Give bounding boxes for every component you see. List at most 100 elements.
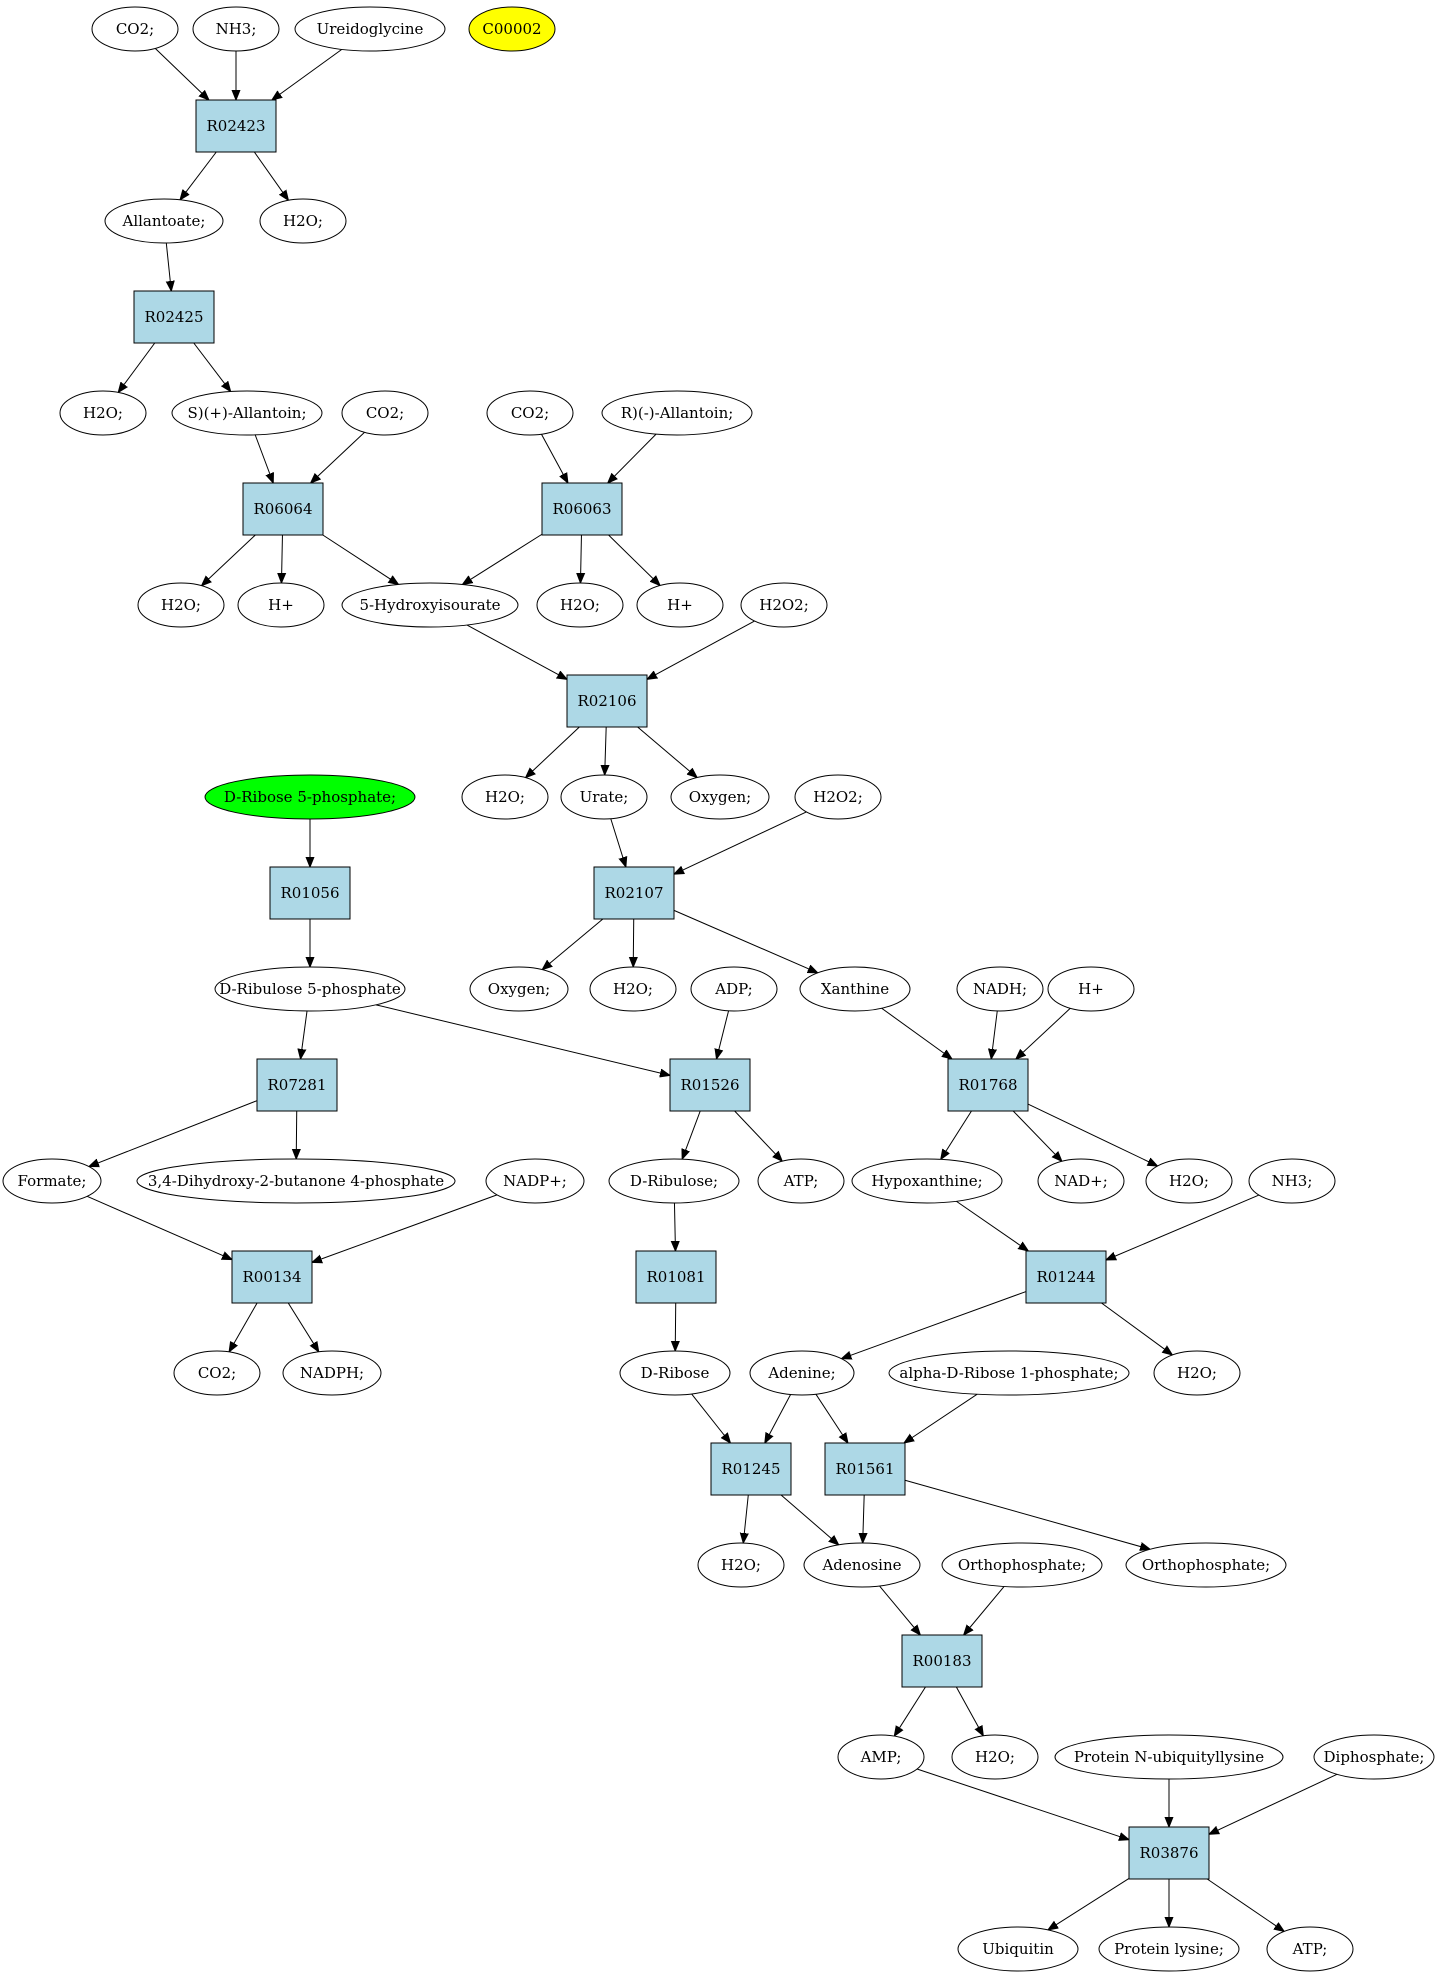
node-label: H2O; bbox=[283, 212, 323, 230]
node-label: CO2; bbox=[198, 1364, 236, 1382]
reaction-box bbox=[710, 1442, 792, 1496]
edge-r02106-to-urate bbox=[605, 726, 607, 775]
node-label: Oxygen; bbox=[689, 788, 751, 806]
compound-ellipse bbox=[956, 966, 1044, 1012]
node-label: R02106 bbox=[577, 692, 636, 710]
compound-ellipse bbox=[757, 1158, 845, 1204]
node-label: Diphosphate; bbox=[1324, 1748, 1425, 1766]
compound-ellipse bbox=[104, 198, 224, 244]
edge-nadpplus-to-r00134 bbox=[312, 1194, 498, 1263]
edge-r00183-to-h2o_j bbox=[955, 1686, 983, 1736]
edge-adp-to-r01526 bbox=[717, 1010, 730, 1059]
compound-ellipse bbox=[171, 390, 323, 436]
edge-r03876-to-atp_b bbox=[1206, 1878, 1284, 1931]
compound-node-adenine: Adenine; bbox=[749, 1350, 855, 1396]
node-label: Allantoate; bbox=[122, 212, 206, 230]
node-label: Orthophosphate; bbox=[1142, 1556, 1270, 1574]
compound-ellipse bbox=[697, 1542, 785, 1588]
node-label: D-Ribose bbox=[641, 1364, 710, 1382]
edge-r02106-to-h2o_e bbox=[526, 726, 580, 778]
edge-r02423-to-allantoate bbox=[180, 151, 217, 200]
node-label: ATP; bbox=[1292, 1940, 1328, 1958]
reaction-box bbox=[133, 290, 215, 344]
compound-ellipse bbox=[192, 6, 280, 52]
edge-ribulose5p-to-r07281 bbox=[301, 1010, 308, 1059]
edge-nadh-to-r01768 bbox=[991, 1010, 998, 1059]
compound-ellipse bbox=[485, 1158, 585, 1204]
node-label: NH3; bbox=[216, 20, 257, 38]
node-label: ATP; bbox=[783, 1172, 819, 1190]
edge-co2_c-to-r06063 bbox=[541, 433, 567, 483]
node-label: H+ bbox=[1078, 980, 1104, 998]
node-label: D-Ribose 5-phosphate; bbox=[224, 788, 396, 806]
compound-node-ubiquitin: Ubiquitin bbox=[957, 1926, 1079, 1972]
node-label: Adenosine bbox=[821, 1556, 901, 1574]
compound-node-formate: Formate; bbox=[2, 1158, 102, 1204]
compound-node-protein_lysine: Protein lysine; bbox=[1098, 1926, 1240, 1972]
node-label: H2O; bbox=[161, 596, 201, 614]
node-label: Orthophosphate; bbox=[958, 1556, 1086, 1574]
compound-ellipse bbox=[1153, 1350, 1241, 1396]
compound-ellipse bbox=[237, 582, 325, 628]
reaction-box bbox=[824, 1442, 906, 1496]
compound-node-co2_d: CO2; bbox=[173, 1350, 261, 1396]
compound-node-h2o_a: H2O; bbox=[259, 198, 347, 244]
compound-node-h2o_h: H2O; bbox=[1153, 1350, 1241, 1396]
edge-r06064-to-hplus_a bbox=[281, 534, 282, 583]
node-label: H2O2; bbox=[759, 596, 809, 614]
reaction-node-r02106: R02106 bbox=[566, 674, 648, 728]
node-label: R01245 bbox=[721, 1460, 780, 1478]
edge-adenine-to-r01561 bbox=[815, 1393, 848, 1443]
edge-r02425-to-h2o_b bbox=[118, 342, 156, 392]
node-label: R01561 bbox=[835, 1460, 894, 1478]
node-label: NADH; bbox=[973, 980, 1027, 998]
node-label: R01526 bbox=[680, 1076, 739, 1094]
edge-r02107-to-oxygen_b bbox=[542, 918, 604, 970]
edge-r06064-to-h2o_c bbox=[202, 534, 256, 586]
reaction-box bbox=[541, 482, 623, 536]
node-label: CO2; bbox=[511, 404, 549, 422]
reaction-node-r02425: R02425 bbox=[133, 290, 215, 344]
compound-node-dihydroxybutanone: 3,4-Dihydroxy-2-butanone 4-phosphate bbox=[136, 1158, 456, 1204]
edge-r02423-to-h2o_a bbox=[253, 151, 288, 200]
node-label: R01056 bbox=[280, 884, 339, 902]
edge-amp-to-r03876 bbox=[916, 1768, 1129, 1840]
compound-node-adp: ADP; bbox=[690, 966, 778, 1012]
compound-node-atp_a: ATP; bbox=[757, 1158, 845, 1204]
compound-node-alpha_ribose1p: alpha-D-Ribose 1-phosphate; bbox=[888, 1350, 1130, 1396]
node-label: H2O; bbox=[1177, 1364, 1217, 1382]
reaction-node-r01056: R01056 bbox=[269, 866, 351, 920]
node-label: D-Ribulose 5-phosphate bbox=[219, 980, 401, 998]
reaction-box bbox=[242, 482, 324, 536]
compound-node-oxygen_a: Oxygen; bbox=[670, 774, 770, 820]
compound-node-adenosine: Adenosine bbox=[803, 1542, 921, 1588]
edge-s_allantoin-to-r06064 bbox=[254, 434, 273, 483]
compound-node-r_allantoin: R)(-)-Allantoin; bbox=[601, 390, 753, 436]
edge-r01768-to-hypoxanthine bbox=[941, 1110, 972, 1159]
compound-ellipse bbox=[740, 582, 828, 628]
compound-ellipse bbox=[749, 1350, 855, 1396]
reaction-node-r07281: R07281 bbox=[256, 1058, 338, 1112]
node-label: H2O; bbox=[975, 1748, 1015, 1766]
compound-ellipse bbox=[560, 774, 648, 820]
node-label: R)(-)-Allantoin; bbox=[621, 404, 734, 422]
edge-r06063-to-hydroxyisourate bbox=[462, 533, 543, 584]
reaction-box bbox=[256, 1058, 338, 1112]
compound-node-nadh: NADH; bbox=[956, 966, 1044, 1012]
node-label: NADP+; bbox=[503, 1172, 567, 1190]
compound-ellipse bbox=[803, 1542, 921, 1588]
reaction-box bbox=[566, 674, 648, 728]
node-label: H2O; bbox=[721, 1556, 761, 1574]
reaction-node-r01768: R01768 bbox=[947, 1058, 1029, 1112]
reaction-box bbox=[195, 99, 277, 153]
compound-node-co2_b: CO2; bbox=[341, 390, 429, 436]
node-label: NAD+; bbox=[1054, 1172, 1108, 1190]
compound-node-orthophosphate_a: Orthophosphate; bbox=[941, 1542, 1103, 1588]
node-label: R02425 bbox=[144, 308, 203, 326]
edge-d_ribulose-to-r01081 bbox=[674, 1202, 675, 1251]
compound-ellipse bbox=[469, 966, 569, 1012]
compound-node-nadph: NADPH; bbox=[282, 1350, 382, 1396]
compound-ellipse bbox=[1037, 1158, 1125, 1204]
node-label: Urate; bbox=[580, 788, 629, 806]
